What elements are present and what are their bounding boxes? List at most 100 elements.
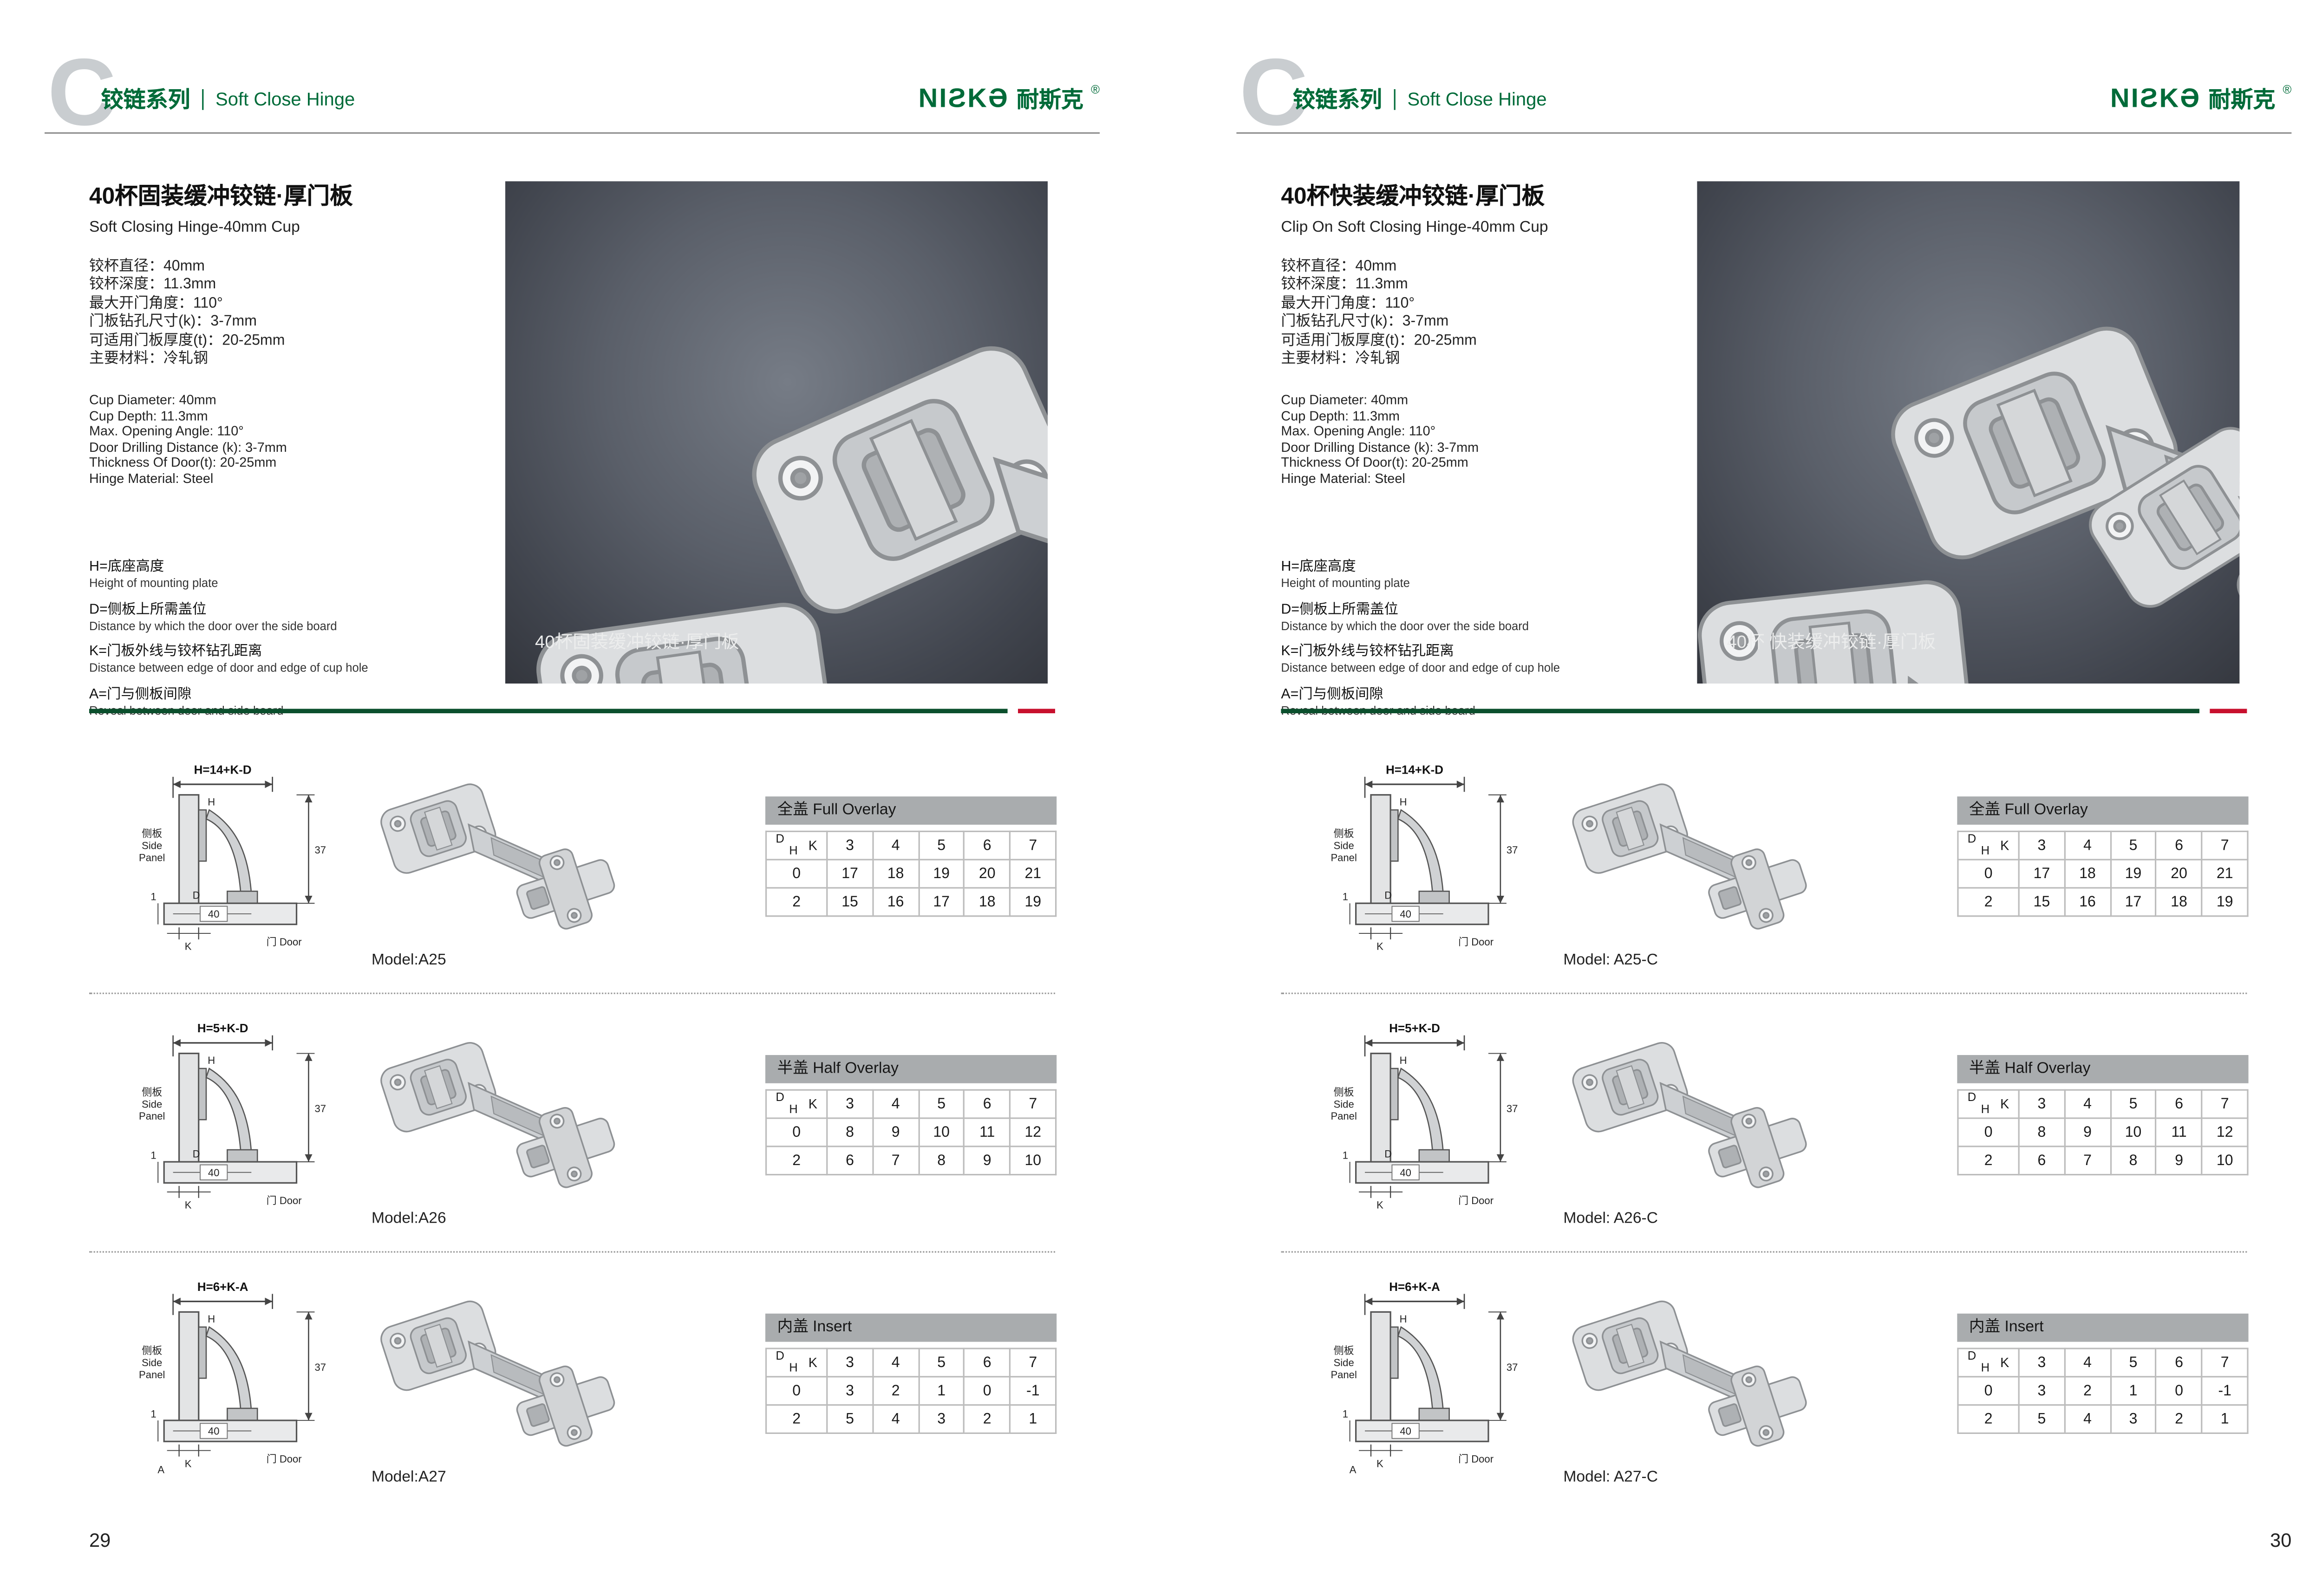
d-value: 10 bbox=[2201, 1146, 2249, 1176]
spec-line: 最大开门角度：110° bbox=[1281, 295, 1415, 312]
d-value: 19 bbox=[1009, 887, 1057, 917]
spec-line: 铰杯深度：11.3mm bbox=[89, 277, 216, 293]
k-value: 4 bbox=[2064, 1089, 2111, 1119]
side-panel-label-en1: Side bbox=[1334, 840, 1354, 851]
dim-a: A bbox=[1350, 1464, 1357, 1475]
photo-caption: 40杯 快装缓冲铰链·厚门板 bbox=[1727, 632, 1936, 652]
legend-desc: Distance by which the door over the side… bbox=[1281, 619, 1529, 632]
side-panel-label-cn: 侧板 bbox=[1334, 828, 1354, 840]
legend-desc: Distance between edge of door and edge o… bbox=[1281, 661, 1560, 675]
model-label: Model: A26-C bbox=[1563, 1209, 1658, 1228]
d-value: 2 bbox=[2155, 1404, 2203, 1434]
hinge-illustration bbox=[1558, 1013, 1822, 1200]
k-value: 5 bbox=[918, 1089, 965, 1119]
spec-line: Thickness Of Door(t): 20-25mm bbox=[1281, 455, 1468, 470]
legend-item: D=侧板上所需盖位 Distance by which the door ove… bbox=[89, 597, 505, 632]
table-row-h2: 2 5 4 3 2 1 bbox=[765, 1404, 1057, 1434]
spec-line: 主要材料：冷轧钢 bbox=[1281, 351, 1400, 367]
h-label: 0 bbox=[1957, 1117, 2020, 1147]
dim-37: 37 bbox=[314, 844, 326, 856]
corner-d: D bbox=[1967, 1349, 1976, 1363]
dim-1: 1 bbox=[150, 891, 156, 903]
k-value: 5 bbox=[2109, 1089, 2157, 1119]
dim-k: K bbox=[1376, 1458, 1383, 1469]
table-title: 内盖 Insert bbox=[1957, 1313, 2249, 1342]
d-value: 1 bbox=[2109, 1376, 2157, 1406]
dim-d: D bbox=[1384, 1148, 1392, 1160]
dotted-separator bbox=[89, 1251, 1055, 1253]
table-row-h2: 2 6 7 8 9 10 bbox=[1957, 1146, 2249, 1176]
model-label: Model:A27 bbox=[372, 1468, 446, 1486]
side-panel-label-cn: 侧板 bbox=[142, 1345, 162, 1356]
d-value: 17 bbox=[2109, 887, 2157, 917]
door-label: 门 Door bbox=[267, 1453, 302, 1465]
d-value: 4 bbox=[872, 1404, 920, 1434]
d-value: 2 bbox=[872, 1376, 920, 1406]
k-value: 5 bbox=[2109, 1348, 2157, 1378]
dim-k: K bbox=[185, 1199, 192, 1211]
spec-line: Door Drilling Distance (k): 3-7mm bbox=[89, 439, 287, 455]
diagram-formula: H=5+K-D bbox=[197, 1022, 248, 1035]
model-label: Model:A26 bbox=[372, 1209, 446, 1228]
table-title: 全盖 Full Overlay bbox=[1957, 796, 2249, 825]
spec-line: Max. Opening Angle: 110° bbox=[1281, 423, 1436, 439]
table-title: 半盖 Half Overlay bbox=[765, 1055, 1057, 1083]
side-panel-label-en1: Side bbox=[1334, 1098, 1354, 1110]
hinge-illustration bbox=[365, 1013, 630, 1200]
k-value: 6 bbox=[963, 1348, 1011, 1378]
corner-h: H bbox=[1981, 844, 1990, 858]
h-label: 2 bbox=[765, 1404, 828, 1434]
legend-term: D=侧板上所需盖位 bbox=[89, 601, 207, 618]
installation-diagram: H=6+K-A 侧板 Side Panel 37 40 门 Door K H 1… bbox=[139, 1281, 326, 1475]
d-value: 11 bbox=[2155, 1117, 2203, 1147]
d-value: 8 bbox=[826, 1117, 874, 1147]
legend: H=底座高度 Height of mounting plate D=侧板上所需盖… bbox=[1281, 554, 1697, 724]
legend: H=底座高度 Height of mounting plate D=侧板上所需盖… bbox=[89, 554, 505, 724]
corner-k: K bbox=[808, 1355, 817, 1370]
registered-mark-icon: ® bbox=[2283, 83, 2292, 97]
dim-1: 1 bbox=[150, 1150, 156, 1161]
d-value: 9 bbox=[872, 1117, 920, 1147]
dim-1: 1 bbox=[1343, 891, 1348, 903]
corner-d: D bbox=[776, 1090, 784, 1104]
diagram-formula: H=6+K-A bbox=[197, 1281, 248, 1294]
series-c-glyph: C bbox=[47, 39, 117, 146]
dim-37: 37 bbox=[1507, 1361, 1518, 1373]
d-value: 8 bbox=[2018, 1117, 2066, 1147]
side-panel-label-en2: Panel bbox=[1331, 1369, 1357, 1381]
side-panel-label-en2: Panel bbox=[139, 1369, 165, 1381]
side-panel-label-en1: Side bbox=[142, 840, 162, 851]
section-divider bbox=[1281, 709, 2247, 713]
spec-line: Cup Depth: 11.3mm bbox=[1281, 408, 1400, 423]
legend-desc: Height of mounting plate bbox=[1281, 576, 1410, 590]
divider-green-bar bbox=[1281, 709, 2199, 713]
d-value: 2 bbox=[963, 1404, 1011, 1434]
k-value: 5 bbox=[918, 830, 965, 860]
legend-item: H=底座高度 Height of mounting plate bbox=[1281, 554, 1697, 590]
corner-k: K bbox=[2000, 1096, 2009, 1112]
dim-d: D bbox=[193, 1148, 200, 1160]
specs-english: Cup Diameter: 40mm Cup Depth: 11.3mm Max… bbox=[89, 392, 287, 487]
table-row-h0: 0 17 18 19 20 21 bbox=[1957, 859, 2249, 889]
d-value: -1 bbox=[2201, 1376, 2249, 1406]
d-value: 15 bbox=[2018, 887, 2066, 917]
catalog-page-left: C 铰链系列 Soft Close Hinge NIƧKƏ 耐斯克 ® 40杯固… bbox=[45, 39, 1100, 1551]
brand-logo: NIƧKƏ 耐斯克 ® bbox=[2110, 83, 2291, 114]
d-value: 9 bbox=[2064, 1117, 2111, 1147]
k-value: 7 bbox=[2201, 1089, 2249, 1119]
dotted-separator bbox=[1281, 1251, 2247, 1253]
side-panel-label-cn: 侧板 bbox=[142, 828, 162, 840]
d-value: 7 bbox=[872, 1146, 920, 1176]
side-panel-label-en2: Panel bbox=[139, 852, 165, 863]
installation-diagram: H=14+K-D 侧板 Side Panel 37 40 门 Door K D … bbox=[1331, 763, 1518, 952]
legend-term: D=侧板上所需盖位 bbox=[1281, 601, 1398, 618]
series-title-en: Soft Close Hinge bbox=[1407, 88, 1547, 110]
